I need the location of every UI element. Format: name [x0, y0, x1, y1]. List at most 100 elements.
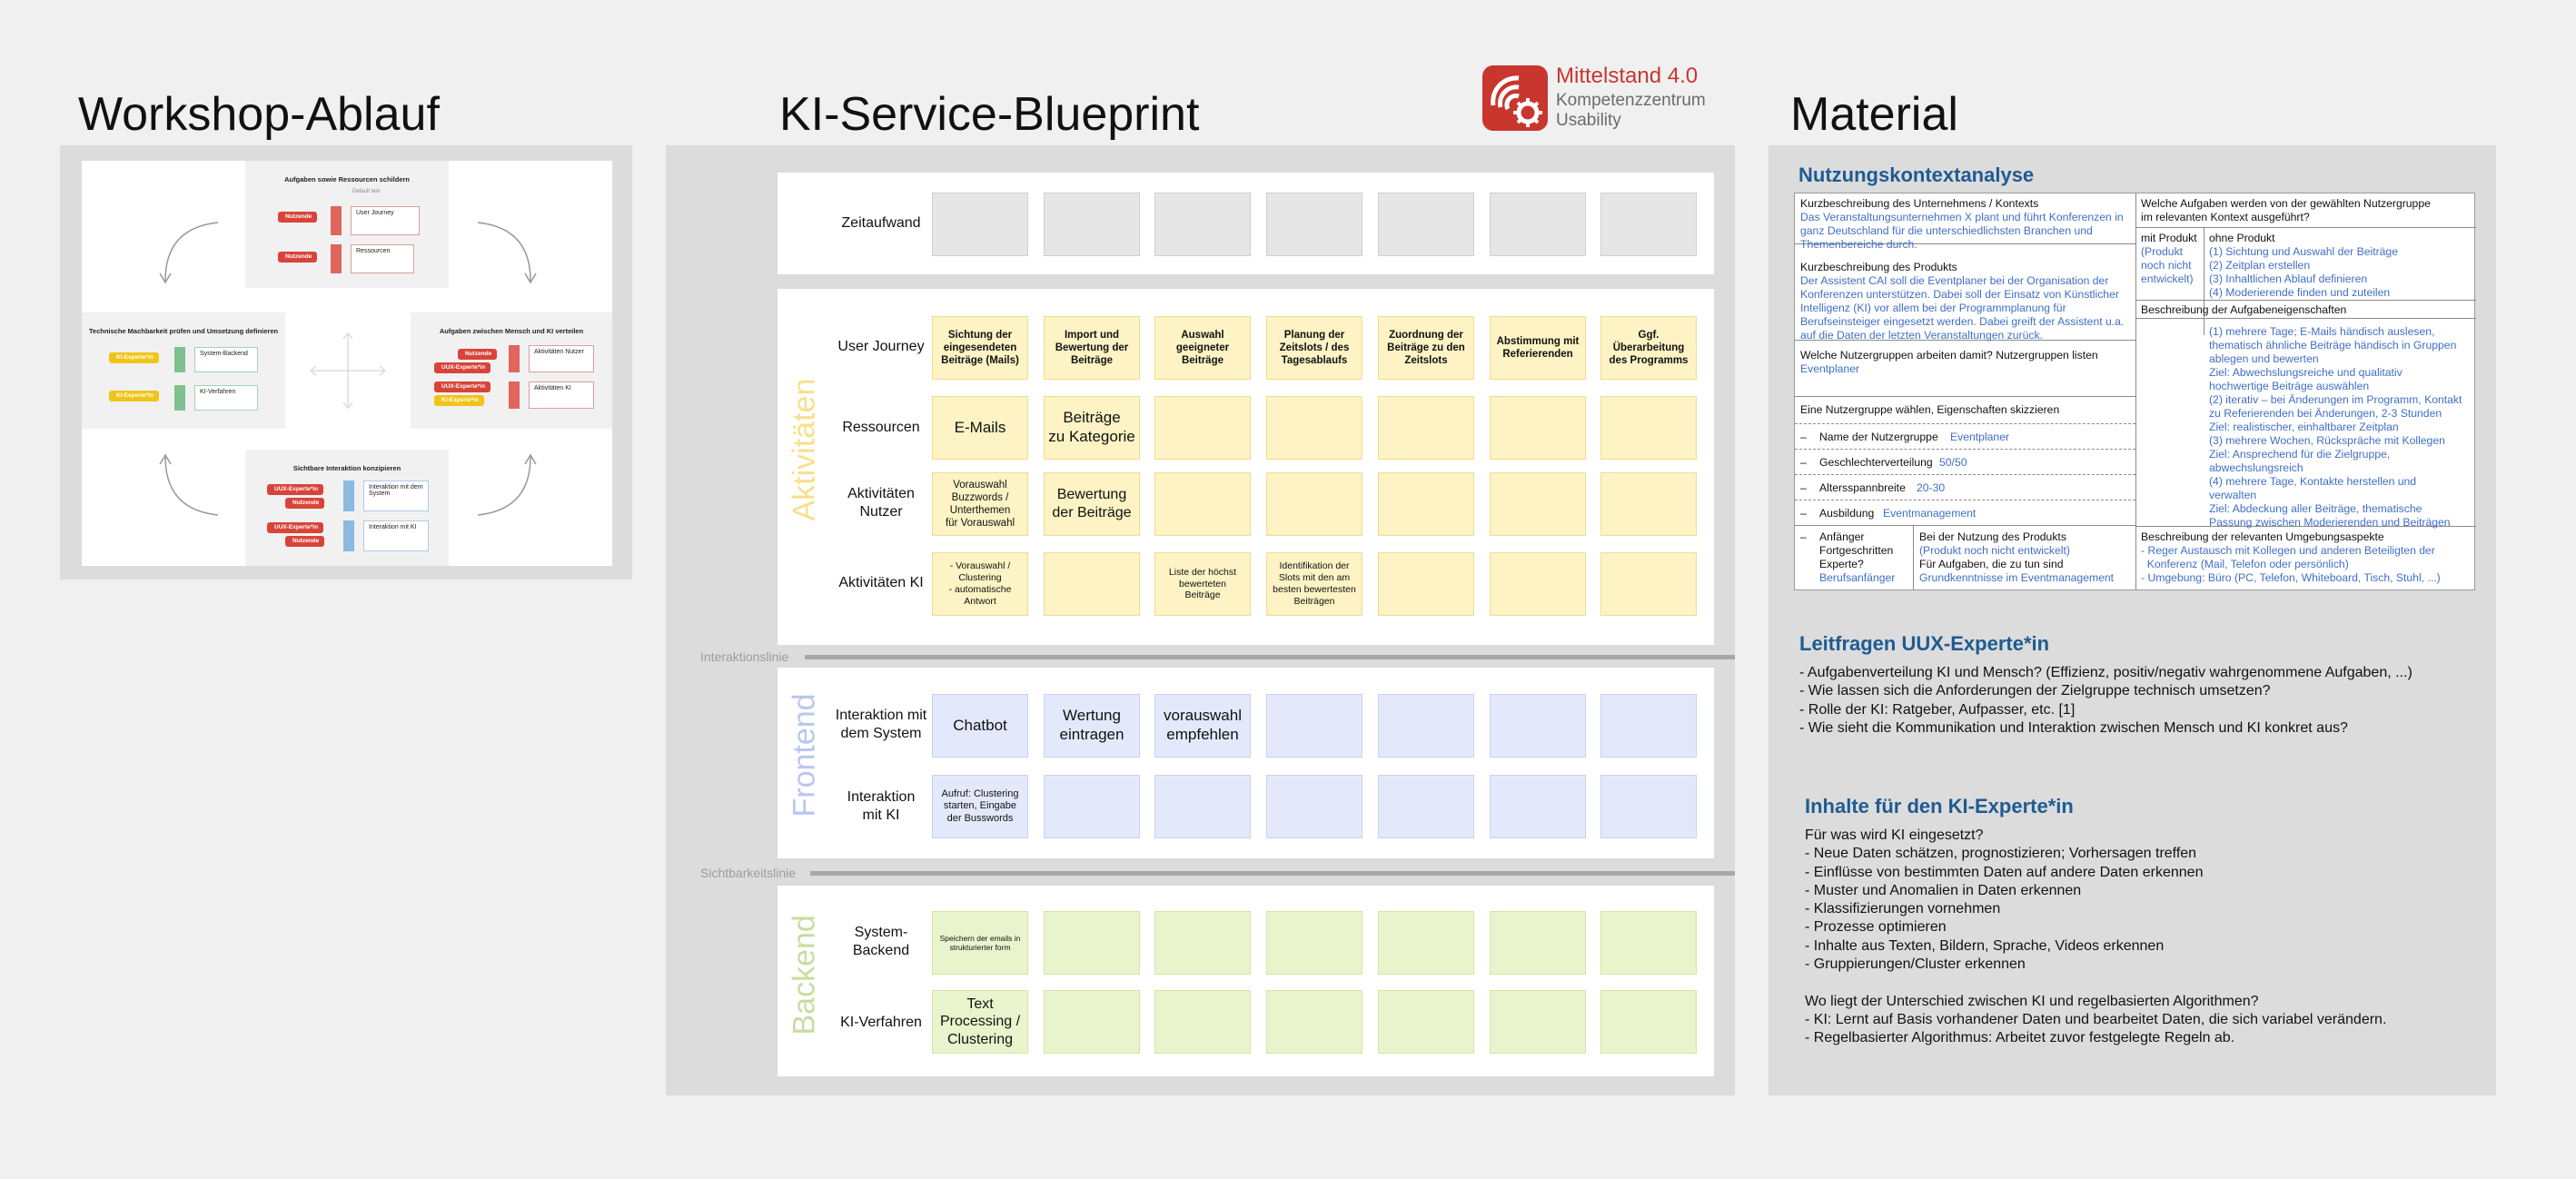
cell-sys-backend-7[interactable]	[1600, 911, 1697, 975]
role-bar	[509, 381, 520, 409]
divider	[1795, 474, 2135, 475]
cell-journey-1[interactable]: Sichtung der eingesendeten Beiträge (Mai…	[932, 316, 1028, 380]
cell-akt-ki-1[interactable]: - Vorauswahl / Clustering - automatische…	[932, 552, 1028, 616]
cell-journey-6[interactable]: Abstimmung mit Referierenden	[1490, 316, 1586, 380]
cell-sys-backend-6[interactable]	[1490, 911, 1586, 975]
cell-akt-nutzer-3[interactable]	[1154, 472, 1251, 536]
nutzungskontext-form: Kurzbeschreibung des Unternehmens / Kont…	[1794, 193, 2476, 590]
cell-akt-ki-5[interactable]	[1378, 552, 1474, 616]
cell-int-ki-7[interactable]	[1600, 775, 1697, 838]
cell-ki-verfahren-2[interactable]	[1044, 990, 1140, 1054]
field-label: Beschreibung der Aufgabeneigenschaften	[2141, 303, 2347, 316]
cell-ki-verfahren-5[interactable]	[1378, 990, 1474, 1054]
workshop-step-resources[interactable]: Aufgaben sowie Ressourcen schildern Defa…	[245, 161, 449, 288]
role-tag: KI-Experte*in	[434, 395, 484, 406]
cell-journey-2[interactable]: Import und Bewertung der Beiträge	[1044, 316, 1140, 380]
cycle-arrow-icon	[159, 453, 219, 516]
cell-ressourcen-2[interactable]: Beiträge zu Kategorie	[1044, 396, 1140, 460]
role-tag: UUX-Experte*in	[434, 381, 491, 392]
cell-sys-backend-3[interactable]	[1154, 911, 1251, 975]
workshop-step-feasibility[interactable]: Technische Machbarkeit prüfen und Umsetz…	[82, 312, 285, 429]
divider	[2135, 300, 2476, 301]
field-label: Name der Nutzergruppe	[1819, 431, 1938, 443]
cell-zeit-5[interactable]	[1378, 193, 1474, 256]
cell-int-ki-2[interactable]	[1044, 775, 1140, 838]
divider	[2135, 318, 2476, 319]
cell-akt-nutzer-6[interactable]	[1490, 472, 1586, 536]
cell-ki-verfahren-1[interactable]: Text Processing / Clustering	[932, 990, 1028, 1054]
cell-zeit-2[interactable]	[1044, 193, 1140, 256]
visibility-line	[810, 871, 1735, 876]
cell-sys-backend-4[interactable]	[1266, 911, 1362, 975]
cell-zeit-6[interactable]	[1490, 193, 1586, 256]
field-label: Bei der Nutzung des Produkts	[1919, 530, 2066, 543]
cell-zeit-4[interactable]	[1266, 193, 1362, 256]
bullet-dash: –	[1800, 456, 1807, 469]
cell-akt-nutzer-4[interactable]	[1266, 472, 1362, 536]
card-ki-verfahren: KI-Verfahren	[194, 385, 258, 411]
step-title: Technische Machbarkeit prüfen und Umsetz…	[88, 327, 279, 335]
cell-int-system-2[interactable]: Wertung eintragen	[1044, 694, 1140, 758]
cell-akt-ki-4[interactable]: Identifikation der Slots mit den am best…	[1266, 552, 1362, 616]
workshop-step-distribution[interactable]: Aufgaben zwischen Mensch und KI verteile…	[411, 312, 612, 429]
inhalte-text: Für was wird KI eingesetzt? - Neue Daten…	[1805, 827, 2387, 1046]
cell-int-system-4[interactable]	[1266, 694, 1362, 758]
cell-ressourcen-1[interactable]: E-Mails	[932, 396, 1028, 460]
leitfragen-text: - Aufgabenverteilung KI und Mensch? (Eff…	[1799, 665, 2413, 736]
cell-int-ki-3[interactable]	[1154, 775, 1251, 838]
cell-ki-verfahren-4[interactable]	[1266, 990, 1362, 1054]
field-value: (Produkt noch nicht entwickelt)	[1919, 544, 2070, 557]
cell-int-ki-5[interactable]	[1378, 775, 1474, 838]
role-tag: UUX-Experte*in	[267, 522, 324, 533]
cell-int-system-3[interactable]: vorauswahl empfehlen	[1154, 694, 1251, 758]
cell-int-system-1[interactable]: Chatbot	[932, 694, 1028, 758]
cell-akt-ki-7[interactable]	[1600, 552, 1697, 616]
cell-journey-3[interactable]: Auswahl geeigneter Beiträge	[1154, 316, 1251, 380]
row-label-zeit: Zeitaufwand	[841, 215, 921, 231]
workshop-title: Workshop-Ablauf	[78, 88, 440, 141]
cell-ressourcen-7[interactable]	[1600, 396, 1697, 460]
cell-akt-ki-3[interactable]: Liste der höchst bewerteten Beiträge	[1154, 552, 1251, 616]
field-label: Geschlechterverteilung	[1819, 456, 1933, 469]
cell-akt-ki-2[interactable]	[1044, 552, 1140, 616]
cell-int-ki-4[interactable]	[1266, 775, 1362, 838]
cell-ressourcen-4[interactable]	[1266, 396, 1362, 460]
cell-sys-backend-5[interactable]	[1378, 911, 1474, 975]
cell-sys-backend-1[interactable]: Speichern der emails in strukturierter f…	[932, 911, 1028, 975]
cell-ressourcen-6[interactable]	[1490, 396, 1586, 460]
role-tag: Nutzende	[278, 252, 318, 263]
workshop-step-interaction[interactable]: Sichtbare Interaktion konzipieren UUX-Ex…	[245, 450, 449, 566]
cell-int-system-6[interactable]	[1490, 694, 1586, 758]
cell-akt-nutzer-5[interactable]	[1378, 472, 1474, 536]
cell-journey-7[interactable]: Ggf. Überarbeitung des Programms	[1600, 316, 1697, 380]
cell-int-ki-6[interactable]	[1490, 775, 1586, 838]
cell-zeit-3[interactable]	[1154, 193, 1251, 256]
cell-ki-verfahren-3[interactable]	[1154, 990, 1251, 1054]
cell-ki-verfahren-6[interactable]	[1490, 990, 1586, 1054]
cell-zeit-1[interactable]	[932, 193, 1028, 256]
cell-akt-ki-6[interactable]	[1490, 552, 1586, 616]
cell-journey-5[interactable]: Zuordnung der Beiträge zu den Zeitslots	[1378, 316, 1474, 380]
cell-akt-nutzer-7[interactable]	[1600, 472, 1697, 536]
workshop-canvas[interactable]: Aufgaben sowie Ressourcen schildern Defa…	[82, 161, 612, 566]
role-tag: Nutzende	[278, 212, 318, 223]
role-bar	[331, 244, 342, 273]
cell-ressourcen-5[interactable]	[1378, 396, 1474, 460]
cell-journey-4[interactable]: Planung der Zeitslots / des Tagesablaufs	[1266, 316, 1362, 380]
card-aktivitaeten-nutzer: Aktivitäten Nutzer	[529, 345, 594, 372]
cell-ressourcen-3[interactable]	[1154, 396, 1251, 460]
row-label-akt-nutzer: Aktivitäten Nutzer	[847, 486, 915, 520]
field-value: Der Assistent CAI soll die Eventplaner b…	[1800, 274, 2125, 342]
cell-sys-backend-2[interactable]	[1044, 911, 1140, 975]
cell-akt-nutzer-1[interactable]: Vorauswahl Buzzwords / Unterthemen für V…	[932, 472, 1028, 536]
field-value: (1) Sichtung und Auswahl der Beiträge (2…	[2209, 245, 2398, 299]
inhalte-heading: Inhalte für den KI-Experte*in	[1805, 795, 2074, 817]
cell-ki-verfahren-7[interactable]	[1600, 990, 1697, 1054]
cell-int-system-5[interactable]	[1378, 694, 1474, 758]
cell-zeit-7[interactable]	[1600, 193, 1697, 256]
role-tag: Nutzende	[458, 349, 498, 360]
cell-int-ki-1[interactable]: Aufruf: Clustering starten, Eingabe der …	[932, 775, 1028, 838]
cell-akt-nutzer-2[interactable]: Bewertung der Beiträge	[1044, 472, 1140, 536]
cell-int-system-7[interactable]	[1600, 694, 1697, 758]
divider	[1913, 525, 1914, 590]
